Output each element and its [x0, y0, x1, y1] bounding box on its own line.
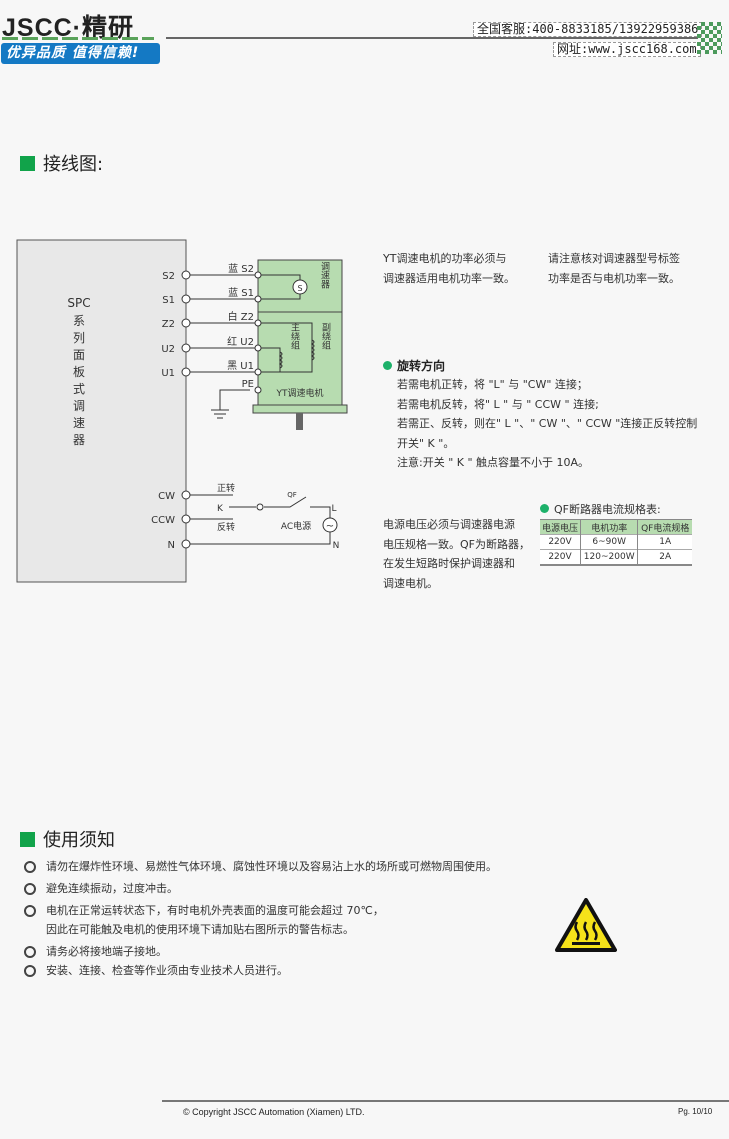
list-item: 电机在正常运转状态下，有时电机外壳表面的温度可能会超过 70℃，: [24, 901, 497, 920]
list-item: 请勿在爆炸性环境、易燃性气体环境、腐蚀性环境以及容易沾上水的场所或可燃物周围使用…: [24, 857, 497, 876]
circle-bullet-icon: [24, 860, 36, 873]
panel-label: 板: [73, 365, 85, 379]
wire-label: 白 Z2: [228, 310, 254, 323]
hot-surface-warning-icon: [555, 898, 617, 952]
ac-label: AC电源: [281, 520, 311, 532]
terminal-label: CCW: [151, 515, 175, 526]
terminal-label: Z2: [162, 319, 175, 330]
terminal-label: S2: [162, 271, 175, 282]
motor-shaft: [296, 413, 303, 430]
notice-section-title: 使用须知: [20, 826, 115, 852]
green-dot-icon: [540, 504, 549, 513]
n-label: N: [333, 541, 340, 551]
panel-label: 列: [73, 331, 85, 345]
list-item: 避免连续振动，过度冲击。: [24, 879, 497, 898]
page-number: Pg. 10/10: [678, 1107, 713, 1116]
rotation-title: 旋转方向: [383, 357, 445, 374]
list-item-continuation: 因此在可能触及电机的使用环境下请加贴右图所示的警告标志。: [46, 923, 354, 936]
green-dot-icon: [383, 361, 392, 370]
copyright: © Copyright JSCC Automation (Xiamen) LTD…: [183, 1107, 365, 1117]
green-square-icon: [20, 831, 35, 847]
speed-sensor-symbol: [292, 279, 308, 295]
terminal-label: U2: [161, 344, 175, 355]
circle-bullet-icon: [24, 904, 36, 917]
motor-label: YT调速电机: [276, 387, 324, 399]
panel-label: 调: [73, 399, 85, 413]
motor-base: [252, 404, 348, 414]
circle-bullet-icon: [24, 882, 36, 895]
footer-divider: [162, 1100, 729, 1102]
power-note: 电源电压必须与调速器电源电压规格一致。QF为断路器，在发生短路时保护调速器和调速…: [383, 518, 530, 590]
panel-label: SPC: [67, 296, 90, 310]
qf-table-title: QF断路器电流规格表:: [540, 501, 661, 517]
terminal-label: CW: [158, 491, 175, 502]
hotline: 全国客服:400-8833185/13922959386: [473, 22, 703, 37]
controller-panel: [16, 239, 187, 583]
panel-label: 速: [73, 416, 85, 430]
list-item: 安装、连接、检查等作业须由专业技术人员进行。: [24, 961, 497, 980]
checker-decoration: [697, 22, 722, 54]
l-label: L: [331, 504, 336, 514]
note-check-label: 请注意核对调速器型号标签功率是否与电机功率一致。: [548, 252, 680, 285]
switch-k-label: K: [217, 504, 224, 514]
panel-label: 式: [73, 382, 85, 396]
aux-winding-label: 副绕组: [320, 322, 331, 349]
wire-label: 蓝 S2: [228, 263, 254, 275]
wiring-section-title: 接线图:: [20, 150, 103, 176]
main-winding-label: 主绕组: [289, 321, 300, 349]
wire-label: 红 U2: [227, 335, 254, 348]
wire-label: 蓝 S1: [228, 287, 254, 299]
panel-label: 系: [73, 314, 85, 328]
qf-label: QF: [287, 491, 297, 499]
circle-bullet-icon: [24, 964, 36, 977]
terminal-label: S1: [162, 295, 175, 306]
wire-label: 黑 U1: [227, 360, 254, 372]
svg-text:~: ~: [326, 521, 334, 532]
speed-sensor-label: 调速器: [319, 261, 330, 288]
reverse-label: 反转: [217, 521, 235, 533]
header-divider: [166, 37, 698, 39]
panel-label: 器: [73, 433, 85, 447]
ac-source-icon: [322, 517, 338, 533]
circle-bullet-icon: [24, 945, 36, 958]
green-square-icon: [20, 155, 35, 171]
notice-list: 请勿在爆炸性环境、易燃性气体环境、腐蚀性环境以及容易沾上水的场所或可燃物周围使用…: [24, 857, 497, 980]
forward-label: 正转: [217, 482, 235, 494]
list-item: 请务必将接地端子接地。: [24, 942, 497, 961]
rotation-instructions: 若需电机正转，将 "L" 与 "CW" 连接；若需电机反转，将" L " 与 "…: [397, 378, 698, 469]
note-power-match: YT调速电机的功率必须与调速器适用电机功率一致。: [383, 252, 515, 285]
slogan-banner: 优异品质 值得信赖!: [1, 43, 160, 64]
panel-label: 面: [73, 348, 85, 362]
sensor-label: S: [297, 284, 302, 293]
pe-label: PE: [242, 379, 254, 390]
logo-underline: [2, 37, 154, 40]
terminal-label: N: [168, 540, 175, 551]
terminal-label: U1: [161, 368, 175, 379]
wiring-diagram: SPC 系 列 面 板 式 调 速 器 S ~ S2 S1 Z2 U2 U1 C…: [16, 239, 348, 583]
